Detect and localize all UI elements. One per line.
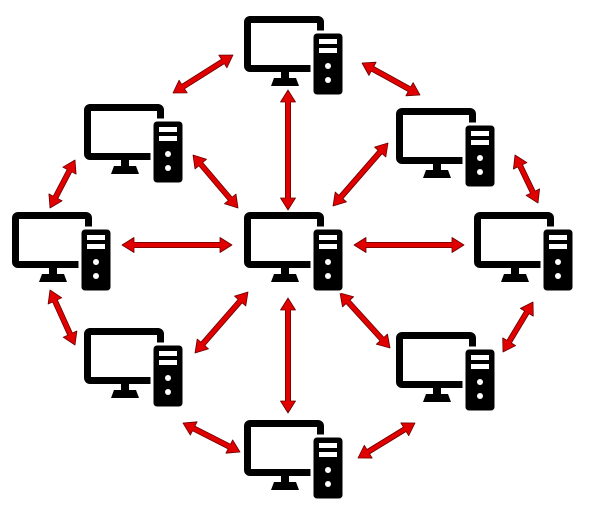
desktop-computer-icon-top	[242, 14, 346, 98]
desktop-computer-icon-lower-left	[82, 326, 186, 410]
bidirectional-arrow-right-lower-right	[502, 301, 534, 353]
arrows-layer	[47, 54, 540, 459]
bidirectional-arrow-bottom-center	[280, 297, 296, 414]
bidirectional-arrow-lower-left-bottom	[182, 421, 241, 454]
bidirectional-arrow-lower-left-center	[194, 291, 249, 354]
bidirectional-arrow-upper-left-left	[48, 159, 77, 209]
nodes-layer	[10, 14, 576, 502]
desktop-computer-icon-left	[10, 210, 114, 294]
desktop-computer-icon-upper-right	[394, 106, 498, 190]
desktop-computer-icon-right	[472, 210, 576, 294]
bidirectional-arrow-left-lower-left	[47, 289, 78, 346]
bidirectional-arrow-upper-left-center	[192, 154, 239, 209]
desktop-computer-icon-bottom	[242, 418, 346, 502]
bidirectional-arrow-right-center	[353, 237, 465, 253]
bidirectional-arrow-lower-right-bottom	[357, 422, 416, 459]
bidirectional-arrow-top-center	[280, 89, 296, 211]
desktop-computer-icon-lower-right	[394, 330, 498, 414]
bidirectional-arrow-left-center	[121, 237, 233, 253]
bidirectional-arrow-upper-right-right	[513, 154, 540, 204]
bidirectional-arrow-top-upper-left	[172, 54, 234, 94]
desktop-computer-icon-upper-left	[82, 102, 186, 186]
bidirectional-arrow-upper-right-center	[332, 142, 389, 207]
desktop-computer-icon-center	[242, 210, 346, 294]
bidirectional-arrow-lower-right-center	[339, 292, 391, 349]
bidirectional-arrow-top-upper-right	[361, 61, 421, 97]
